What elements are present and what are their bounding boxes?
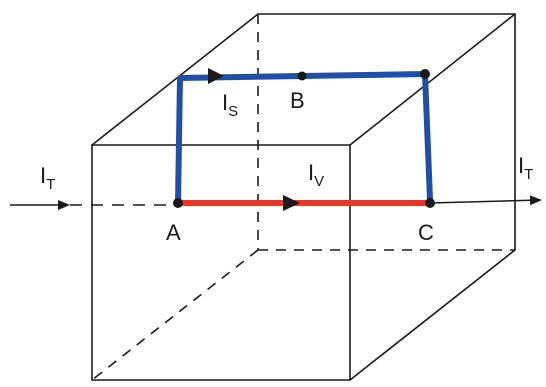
label-it-left: IT xyxy=(40,163,55,193)
point-b-marker xyxy=(297,71,307,81)
corner-top-right-marker xyxy=(420,69,430,79)
surface-arrow-head xyxy=(208,68,224,84)
hidden-edge-diagonal xyxy=(91,249,259,381)
label-is: IS xyxy=(222,90,238,120)
volume-arrow-head xyxy=(283,195,300,211)
label-it-right: IT xyxy=(518,153,533,183)
label-iv: IV xyxy=(308,160,324,190)
cube-right-face-edges xyxy=(349,13,516,381)
point-c-marker xyxy=(425,198,435,208)
label-point-b: B xyxy=(290,88,305,113)
current-axis-right xyxy=(429,195,542,206)
label-point-a: A xyxy=(166,220,181,245)
label-point-c: C xyxy=(418,220,434,245)
cube-top-face-edges xyxy=(91,13,516,146)
point-a-marker xyxy=(173,198,183,208)
